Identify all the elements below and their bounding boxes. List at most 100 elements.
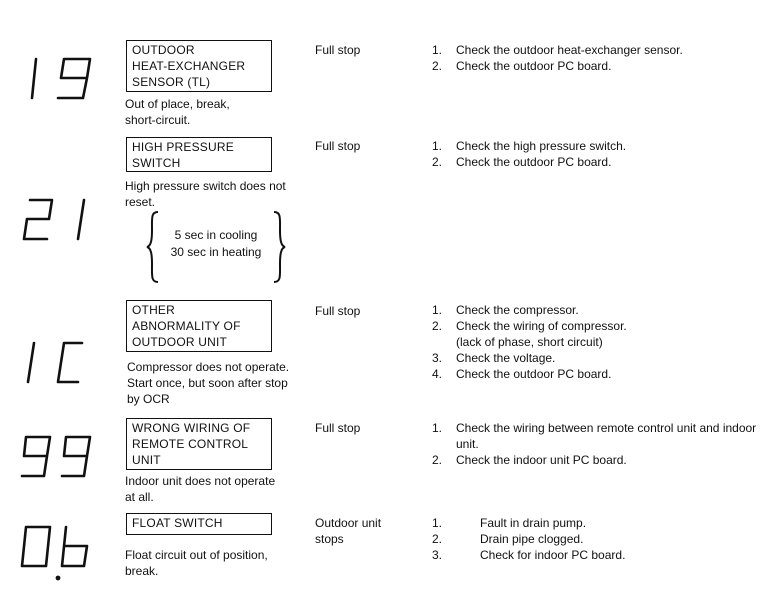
error-title-line: OTHER: [132, 303, 175, 317]
check-list: 1. Check the compressor. 2. Check the wiri…: [432, 302, 627, 382]
seven-segment-digits-icon: [30, 57, 92, 100]
check-text: Check the outdoor PC board.: [456, 155, 612, 169]
seven-segment-digits-icon: [20, 435, 92, 478]
error-description: Indoor unit does not operate at all.: [125, 473, 275, 505]
description-line: Start once, but soon after stop: [127, 376, 288, 390]
check-number: 1.: [432, 303, 443, 317]
check-list: 1. Fault in drain pump. 2. Drain pipe clog…: [432, 515, 625, 563]
check-number: 2.: [432, 453, 443, 467]
operation-result: Full stop: [315, 138, 360, 154]
check-text: Check the high pressure switch.: [456, 139, 627, 153]
description-line: at all.: [125, 490, 154, 504]
check-text: Check the wiring of compressor.: [456, 319, 627, 333]
error-title-line: ABNORMALITY OF: [132, 319, 241, 333]
error-title-line: HIGH PRESSURE: [132, 140, 234, 154]
description-line: Float circuit out of position,: [125, 548, 268, 562]
check-item: 1. Check the outdoor heat-exchanger senso…: [432, 42, 683, 58]
timing-brace: 5 sec in cooling 30 sec in heating: [146, 210, 286, 284]
check-number: 3.: [432, 351, 443, 365]
check-text: Drain pipe clogged.: [480, 532, 584, 546]
error-title-line: REMOTE CONTROL: [132, 437, 249, 451]
check-number: [432, 334, 456, 350]
seven-segment-code: [18, 430, 98, 486]
check-number: 2.: [432, 319, 443, 333]
operation-result: Full stop: [315, 303, 360, 319]
description-line: High pressure switch does not: [125, 179, 286, 193]
check-number: 4.: [432, 367, 443, 381]
check-number: 1.: [432, 139, 443, 153]
check-number: 1.: [432, 421, 443, 435]
check-number: 2.: [432, 532, 443, 546]
check-text: (lack of phase, short circuit): [456, 335, 603, 349]
check-text: Fault in drain pump.: [480, 516, 587, 530]
timing-line: 5 sec in cooling: [174, 228, 258, 242]
error-title-box: HIGH PRESSURE SWITCH: [126, 137, 272, 172]
check-item: 3. Check the voltage.: [432, 350, 627, 366]
check-list: 1. Check the wiring between remote contro…: [432, 420, 756, 468]
description-line: break.: [125, 564, 159, 578]
result-line: Full stop: [315, 43, 361, 57]
check-item: 1. Fault in drain pump.: [432, 515, 625, 531]
result-line: Full stop: [315, 139, 361, 153]
check-item: 2. Check the outdoor PC board.: [432, 58, 683, 74]
check-text: Check the compressor.: [456, 303, 579, 317]
timing-line: 30 sec in heating: [170, 245, 262, 259]
check-number: 2.: [432, 59, 443, 73]
error-description: Float circuit out of position, break.: [125, 547, 268, 579]
check-text: Check the outdoor PC board.: [456, 59, 612, 73]
seven-segment-digits-icon: [20, 525, 89, 581]
check-text: Check the outdoor heat-exchanger sensor.: [456, 43, 683, 57]
result-line: Outdoor unit: [315, 516, 382, 530]
check-item: 4. Check the outdoor PC board.: [432, 366, 627, 382]
error-description: High pressure switch does not reset.: [125, 178, 286, 210]
result-line: Full stop: [315, 421, 361, 435]
check-text: Check the outdoor PC board.: [456, 367, 612, 381]
seven-segment-digits-icon: [22, 198, 86, 241]
check-item: 1. Check the compressor.: [432, 302, 627, 318]
error-title-line: WRONG WIRING OF: [132, 421, 251, 435]
error-title-box: WRONG WIRING OF REMOTE CONTROL UNIT: [126, 418, 272, 470]
check-item: 2. Check the wiring of compressor.: [432, 318, 627, 334]
error-title-box: OTHER ABNORMALITY OF OUTDOOR UNIT: [126, 300, 272, 352]
check-number: 1.: [432, 516, 443, 530]
operation-result: Outdoor unit stops: [315, 515, 381, 547]
operation-result: Full stop: [315, 420, 360, 436]
error-description: Compressor does not operate. Start once,…: [127, 359, 289, 407]
seven-segment-code: [18, 520, 98, 586]
check-text: Check for indoor PC board.: [480, 548, 626, 562]
check-item: 3.Check for indoor PC board.: [432, 547, 625, 563]
check-number: 2.: [432, 155, 443, 169]
error-description: Out of place, break, short-circuit.: [125, 96, 230, 128]
operation-result: Full stop: [315, 42, 360, 58]
check-text: Check the voltage.: [456, 351, 556, 365]
seven-segment-code: [18, 336, 98, 392]
check-text: Check the indoor unit PC board.: [456, 453, 627, 467]
check-text: Check the wiring between remote control …: [456, 421, 757, 435]
result-line: Full stop: [315, 304, 361, 318]
check-item: 1. Check the high pressure switch.: [432, 138, 626, 154]
error-title-line: SENSOR (TL): [132, 75, 211, 89]
error-title-line: OUTDOOR: [132, 43, 195, 57]
check-item: 2. Drain pipe clogged.: [432, 531, 625, 547]
check-number: [432, 436, 456, 452]
curly-brace-icon: [146, 211, 286, 283]
check-item: 1. Check the wiring between remote contro…: [432, 420, 756, 436]
check-item: 2. Check the outdoor PC board.: [432, 154, 626, 170]
description-line: by OCR: [127, 392, 170, 406]
error-title-line: FLOAT SWITCH: [132, 516, 223, 530]
check-item: unit.: [432, 436, 756, 452]
description-line: short-circuit.: [125, 113, 191, 127]
description-line: reset.: [125, 195, 156, 209]
result-line: stops: [315, 532, 344, 546]
check-item: (lack of phase, short circuit): [432, 334, 627, 350]
check-text: unit.: [456, 437, 479, 451]
error-title-line: SWITCH: [132, 156, 181, 170]
description-line: Out of place, break,: [125, 97, 230, 111]
seven-segment-code: [18, 52, 98, 108]
error-title-line: HEAT-EXCHANGER: [132, 59, 246, 73]
error-title-line: UNIT: [132, 453, 161, 467]
check-number: 1.: [432, 43, 443, 57]
check-list: 1. Check the high pressure switch. 2. Chec…: [432, 138, 626, 170]
description-line: Compressor does not operate.: [127, 360, 290, 374]
